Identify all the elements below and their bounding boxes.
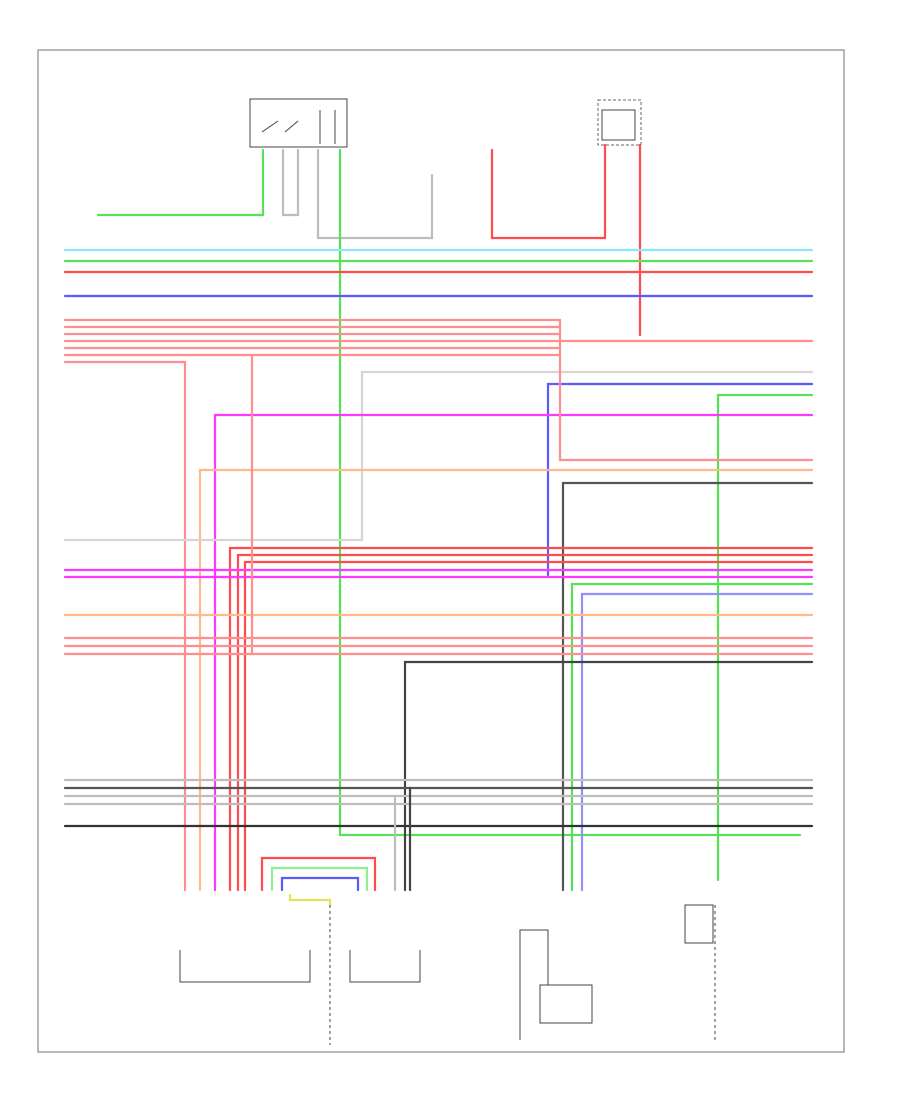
switch-right-inner xyxy=(601,109,636,141)
wire-red-loop-left xyxy=(260,856,377,892)
wire-relay-gray-b xyxy=(316,148,434,240)
wire-red-top xyxy=(490,143,607,240)
wire-pink-drop-left xyxy=(63,360,187,892)
wire-green-right xyxy=(716,393,814,882)
diagram-border xyxy=(37,49,845,1053)
wire-dark-mid xyxy=(403,660,814,892)
wire-magenta-upper xyxy=(213,413,814,892)
relay-switch-icon xyxy=(261,110,336,144)
bus-red-mid-1 xyxy=(228,546,814,892)
connector-mid-body xyxy=(349,950,421,983)
wire-top-left-green xyxy=(96,148,265,217)
relay-box xyxy=(249,98,348,148)
wire-green-mid xyxy=(570,582,814,892)
wire-yellow-loop-left xyxy=(288,893,332,907)
wire-connector-right xyxy=(519,929,549,1040)
wires xyxy=(63,143,814,907)
top-components xyxy=(249,98,642,148)
wire-relay-gray xyxy=(281,148,300,217)
connector-left-body xyxy=(179,950,311,983)
wire-gray-upper xyxy=(360,370,814,542)
bus-pink-low-3 xyxy=(63,353,254,656)
wire-green-loop-left xyxy=(270,866,369,892)
wire-green-long xyxy=(338,148,802,837)
connector-right-body xyxy=(539,984,593,1024)
actuator-body xyxy=(684,904,714,944)
bottom-components xyxy=(179,904,716,1045)
wire-orange-upper xyxy=(198,468,814,892)
wire-blue-mid xyxy=(580,592,814,892)
wire-blue-loop-left xyxy=(280,876,360,892)
wire-pink-right-1 xyxy=(558,318,814,462)
bus-red-mid-2 xyxy=(236,553,814,892)
wire-dark-right xyxy=(561,481,814,892)
wire-blue-upper xyxy=(546,382,814,577)
bus-red-mid-3 xyxy=(243,560,814,892)
